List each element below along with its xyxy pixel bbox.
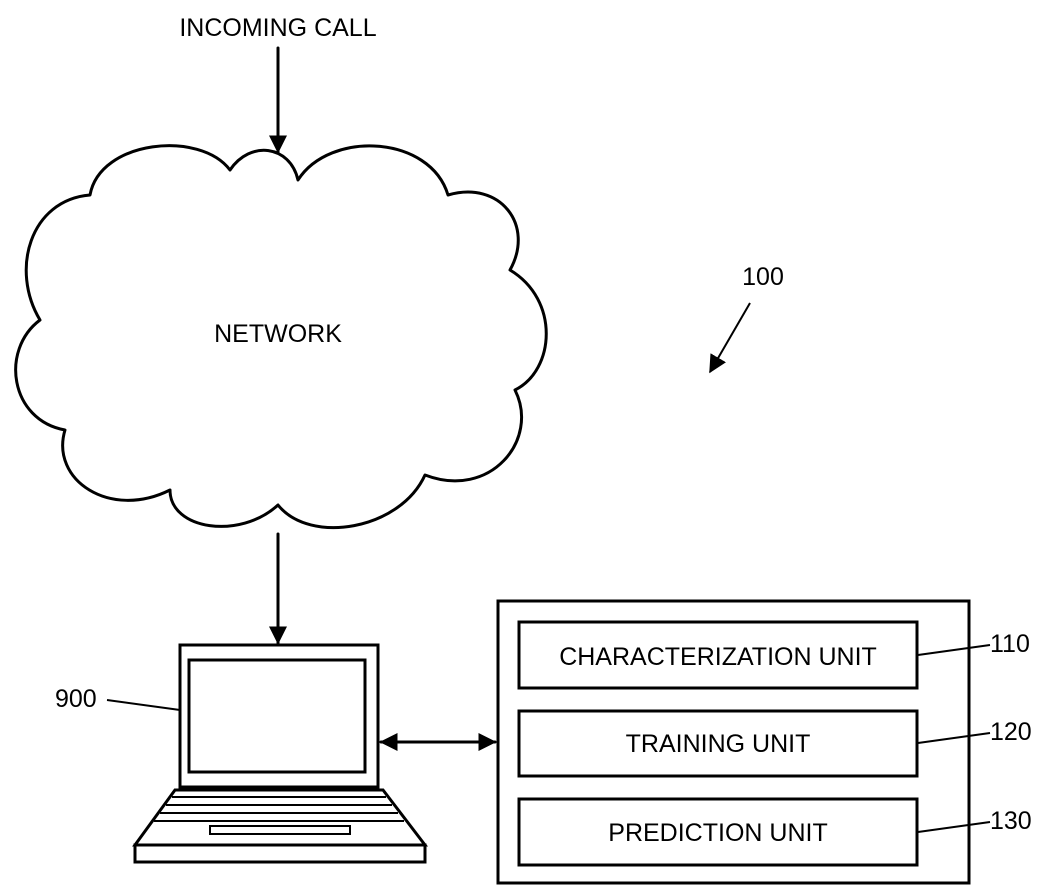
network-label: NETWORK (214, 320, 342, 348)
incoming-call-label: INCOMING CALL (179, 14, 376, 42)
characterization-unit-box (517, 620, 919, 690)
terminal-ref-leader (106, 699, 181, 711)
prediction-ref-label: 130 (990, 807, 1032, 835)
system-ref-label: 100 (742, 263, 784, 291)
training-ref-leader (917, 732, 991, 744)
prediction-unit-box (517, 797, 919, 867)
training-unit-box (517, 709, 919, 778)
network-cloud (14, 144, 548, 530)
characterization-unit-label: CHARACTERIZATION UNIT (559, 643, 877, 671)
terminal-ref-label: 900 (55, 685, 97, 713)
training-unit-label: TRAINING UNIT (626, 730, 811, 758)
prediction-unit-label: PREDICTION UNIT (608, 819, 827, 847)
characterization-ref-label: 110 (990, 630, 1030, 658)
characterization-ref-leader (917, 644, 991, 656)
laptop-icon (132, 643, 429, 864)
training-ref-label: 120 (990, 718, 1032, 746)
system-ref-arrow (709, 302, 751, 374)
prediction-ref-leader (917, 821, 991, 833)
